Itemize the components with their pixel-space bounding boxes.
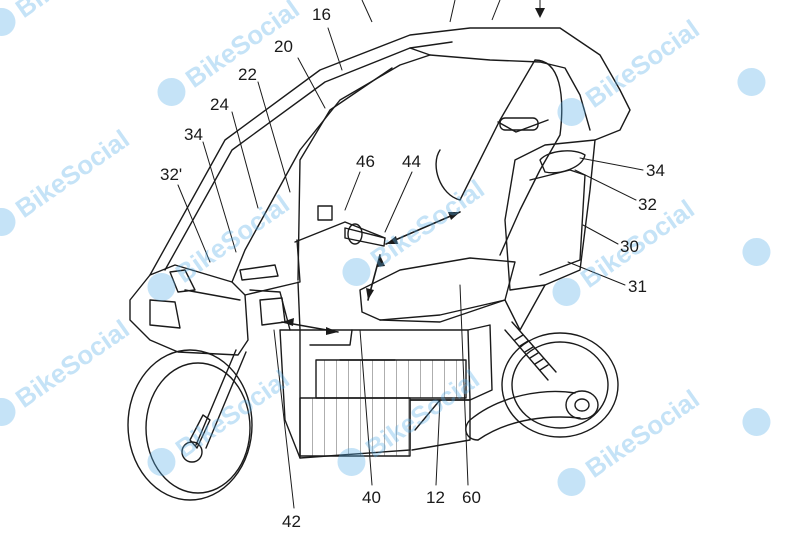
- watermark-text: BikeSocial: [10, 124, 135, 224]
- watermark-logo-icon: [742, 238, 771, 266]
- front-fork: [189, 349, 247, 449]
- top-cutoff-leaders: [361, 0, 541, 23]
- seat: [359, 59, 563, 323]
- watermark-logo-icon: [557, 98, 586, 126]
- handlebar: [294, 205, 386, 247]
- watermark-logo-icon: [737, 68, 766, 96]
- watermark-logo-icon: [157, 78, 186, 106]
- watermark-logo-icon: [0, 208, 16, 236]
- label-46: 46: [356, 152, 375, 171]
- watermark-text: BikeSocial: [580, 384, 705, 484]
- rear-wheel: [465, 332, 619, 441]
- watermark-logo-icon: [552, 278, 581, 306]
- label-12: 12: [426, 488, 445, 507]
- label-44: 44: [402, 152, 421, 171]
- label-34-left: 34: [184, 125, 203, 144]
- label-20: 20: [274, 37, 293, 56]
- label-16: 16: [312, 5, 331, 24]
- top-arrow-head: [535, 8, 545, 18]
- cabin-frame: [149, 27, 631, 331]
- label-32: 32: [638, 195, 657, 214]
- label-30: 30: [620, 237, 639, 256]
- label-40: 40: [362, 488, 381, 507]
- label-42: 42: [282, 512, 301, 531]
- arrow-heads: [282, 212, 460, 335]
- watermark-text: BikeSocial: [580, 14, 705, 114]
- watermark-logo-icon: [557, 468, 586, 496]
- watermark-text: BikeSocial: [10, 0, 135, 24]
- watermark-logo-icon: [337, 448, 366, 476]
- label-32-prime: 32': [160, 165, 182, 184]
- watermark-logo-icon: [0, 398, 16, 426]
- watermark-logo-icon: [147, 448, 176, 476]
- watermark-logo-icon: [742, 408, 771, 436]
- reference-numerals: 16 20 22 24 34 32' 46 44 34 32 30 31 42 …: [160, 5, 665, 531]
- rear-body: [504, 139, 596, 331]
- watermark-logo-icon: [0, 8, 16, 36]
- watermark-text: BikeSocial: [170, 189, 295, 289]
- label-22: 22: [238, 65, 257, 84]
- watermark-text: BikeSocial: [10, 314, 135, 414]
- rear-suspension: [504, 321, 557, 381]
- label-60: 60: [462, 488, 481, 507]
- watermark-logo-icon: [342, 258, 371, 286]
- label-24: 24: [210, 95, 229, 114]
- battery-compartment: [279, 324, 493, 459]
- label-31: 31: [628, 277, 647, 296]
- watermark-logo-icon: [147, 273, 176, 301]
- label-34-right: 34: [646, 161, 665, 180]
- watermark-layer: BikeSocial BikeSocial BikeSocial BikeSoc…: [0, 0, 771, 496]
- leader-lines: [177, 27, 644, 509]
